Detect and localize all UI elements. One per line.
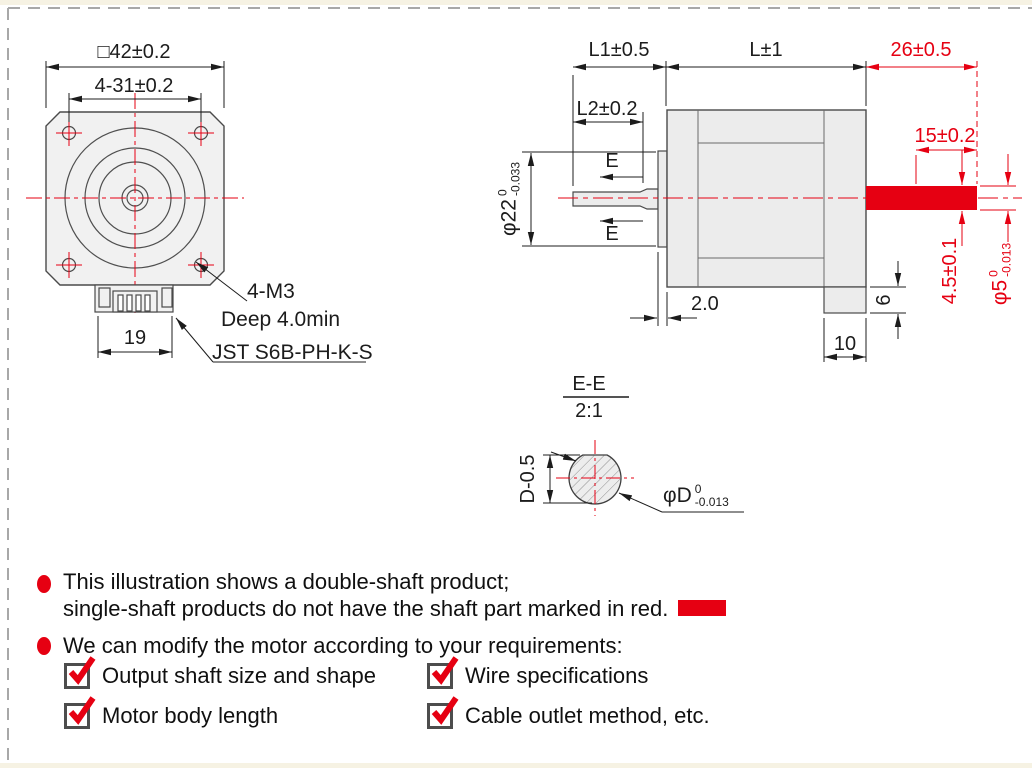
- option-body-length: Motor body length: [64, 696, 279, 729]
- option-output-shaft: Output shaft size and shape: [64, 656, 376, 689]
- thread-label: 4-M3: [247, 280, 295, 303]
- connector-side: [823, 286, 867, 314]
- dim-rear-shaft-label: 26±0.5: [890, 39, 952, 61]
- dim-pilot-depth-label: 2.0: [691, 293, 719, 315]
- section-mark-top-label: E: [605, 150, 619, 172]
- option-label: Motor body length: [102, 703, 279, 728]
- dim-l2-label: L2±0.2: [576, 98, 638, 120]
- dim-body-width-label: □42±0.2: [97, 41, 171, 63]
- section-view: [543, 396, 744, 516]
- pilot-tol-upper: 0: [495, 189, 510, 197]
- checkbox-checked-icon: [64, 696, 96, 729]
- side-dimensions-red: [866, 61, 1016, 246]
- page-bottom-edge: [0, 763, 1032, 768]
- note2-bullet-icon: [37, 637, 51, 655]
- option-label: Output shaft size and shape: [102, 663, 376, 688]
- pilot-dia-value: φ22: [497, 199, 521, 237]
- connector-front: [94, 284, 174, 313]
- shaft-tol-lower: -0.013: [999, 242, 1013, 277]
- pilot-tol-lower: -0.033: [508, 161, 522, 197]
- note1-line2: single-shaft products do not have the sh…: [63, 596, 727, 622]
- section-dimensions: [543, 451, 744, 513]
- dim-flat-length-label: 15±0.2: [914, 125, 976, 147]
- checkbox-checked-icon: [427, 696, 459, 729]
- note2-text: We can modify the motor according to you…: [63, 633, 623, 658]
- motor-body: [666, 109, 867, 288]
- checkbox-checked-icon: [427, 656, 459, 689]
- dim-body-length-label: L±1: [749, 39, 783, 61]
- front-view: [26, 61, 366, 363]
- note1-line1: This illustration shows a double-shaft p…: [63, 569, 510, 594]
- connector-label: JST S6B-PH-K-S: [212, 341, 373, 364]
- front-shaft: [572, 188, 659, 210]
- dim-flat-height-label: 4.5±0.1: [939, 237, 961, 305]
- section-centerlines: [556, 440, 634, 516]
- dim-hole-spacing-label: 4-31±0.2: [94, 75, 174, 97]
- thread-depth-label: Deep 4.0min: [221, 308, 341, 331]
- section-scale: 2:1: [575, 400, 603, 422]
- dim-connector-height-label: 6: [873, 294, 895, 306]
- option-label: Cable outlet method, etc.: [465, 703, 710, 728]
- shaft-dia-value: φ5: [988, 279, 1012, 306]
- shaft-tol-upper: 0: [986, 270, 1001, 277]
- note1-line2-text: single-shaft products do not have the sh…: [63, 596, 669, 621]
- side-view: [522, 61, 1022, 362]
- option-label: Wire specifications: [465, 663, 649, 688]
- front-dimensions: [45, 61, 366, 363]
- page-top-edge: [0, 0, 1032, 5]
- dim-front-shaft-label: L1±0.5: [588, 39, 650, 61]
- option-cable-outlet: Cable outlet method, etc.: [427, 696, 710, 729]
- pilot-boss: [657, 150, 668, 248]
- option-wire-specs: Wire specifications: [427, 656, 649, 689]
- section-dia-tol-upper: 0: [694, 482, 702, 496]
- dim-connector-depth-label: 10: [833, 333, 857, 355]
- hole-centerlines: [56, 120, 214, 278]
- red-shaft-swatch: [678, 600, 727, 616]
- dim-shaft-dia-label: φ5 0 -0.013: [986, 242, 1013, 306]
- dim-pilot-dia-label: φ22 0 -0.033: [495, 161, 522, 237]
- section-dia-tol-lower: -0.013: [694, 494, 729, 509]
- side-dimensions-black: [522, 61, 906, 362]
- dim-connector-width-label: 19: [123, 327, 147, 349]
- dashed-border: [7, 7, 1032, 768]
- checkbox-checked-icon: [64, 656, 96, 689]
- section-dia-value: φD: [663, 484, 692, 508]
- section-title: E-E: [572, 373, 606, 395]
- section-dia-dim-label: φD 0 -0.013: [663, 483, 729, 508]
- face-centerlines: [26, 93, 244, 317]
- section-flat-dim-label: D-0.5: [517, 454, 539, 504]
- section-mark-bottom-label: E: [605, 223, 619, 245]
- note1-bullet-icon: [37, 575, 51, 593]
